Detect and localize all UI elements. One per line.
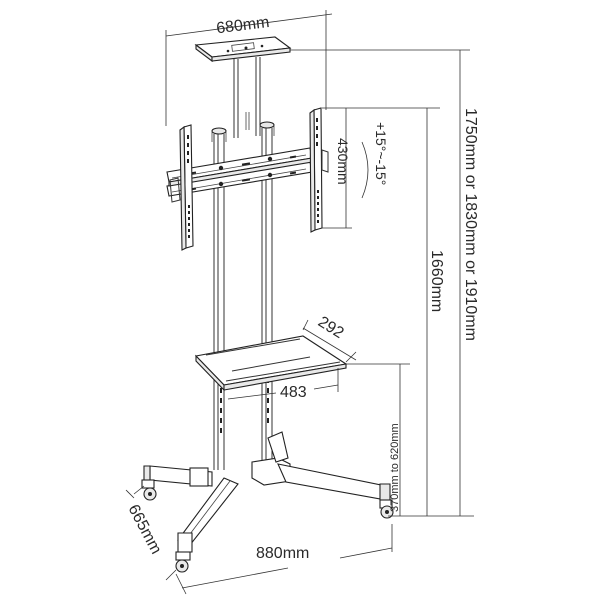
label-total-height: 1750mm or 1830mm or 1910mm (462, 108, 479, 341)
dimension-lines (125, 10, 474, 595)
caster-left (141, 479, 157, 501)
top-plate (194, 36, 292, 63)
label-bracket-height: 430mm (335, 138, 351, 185)
label-tilt-range: +15°~-15° (373, 122, 389, 185)
caster-right (379, 499, 394, 519)
label-base-depth: 665mm (124, 502, 164, 557)
label-base-width: 880mm (256, 545, 309, 562)
tilting-tv-bracket (166, 107, 329, 251)
caster-front (175, 551, 191, 573)
label-top-plate-width: 680mm (215, 14, 270, 37)
twin-columns (211, 57, 275, 470)
tripod-base-with-casters (141, 431, 394, 573)
equipment-shelf (194, 335, 348, 392)
label-shelf-height-range: 370mm to 620mm (389, 423, 401, 512)
label-bracket-top-height: 1660mm (428, 250, 445, 312)
label-shelf-width: 483 (280, 384, 307, 401)
